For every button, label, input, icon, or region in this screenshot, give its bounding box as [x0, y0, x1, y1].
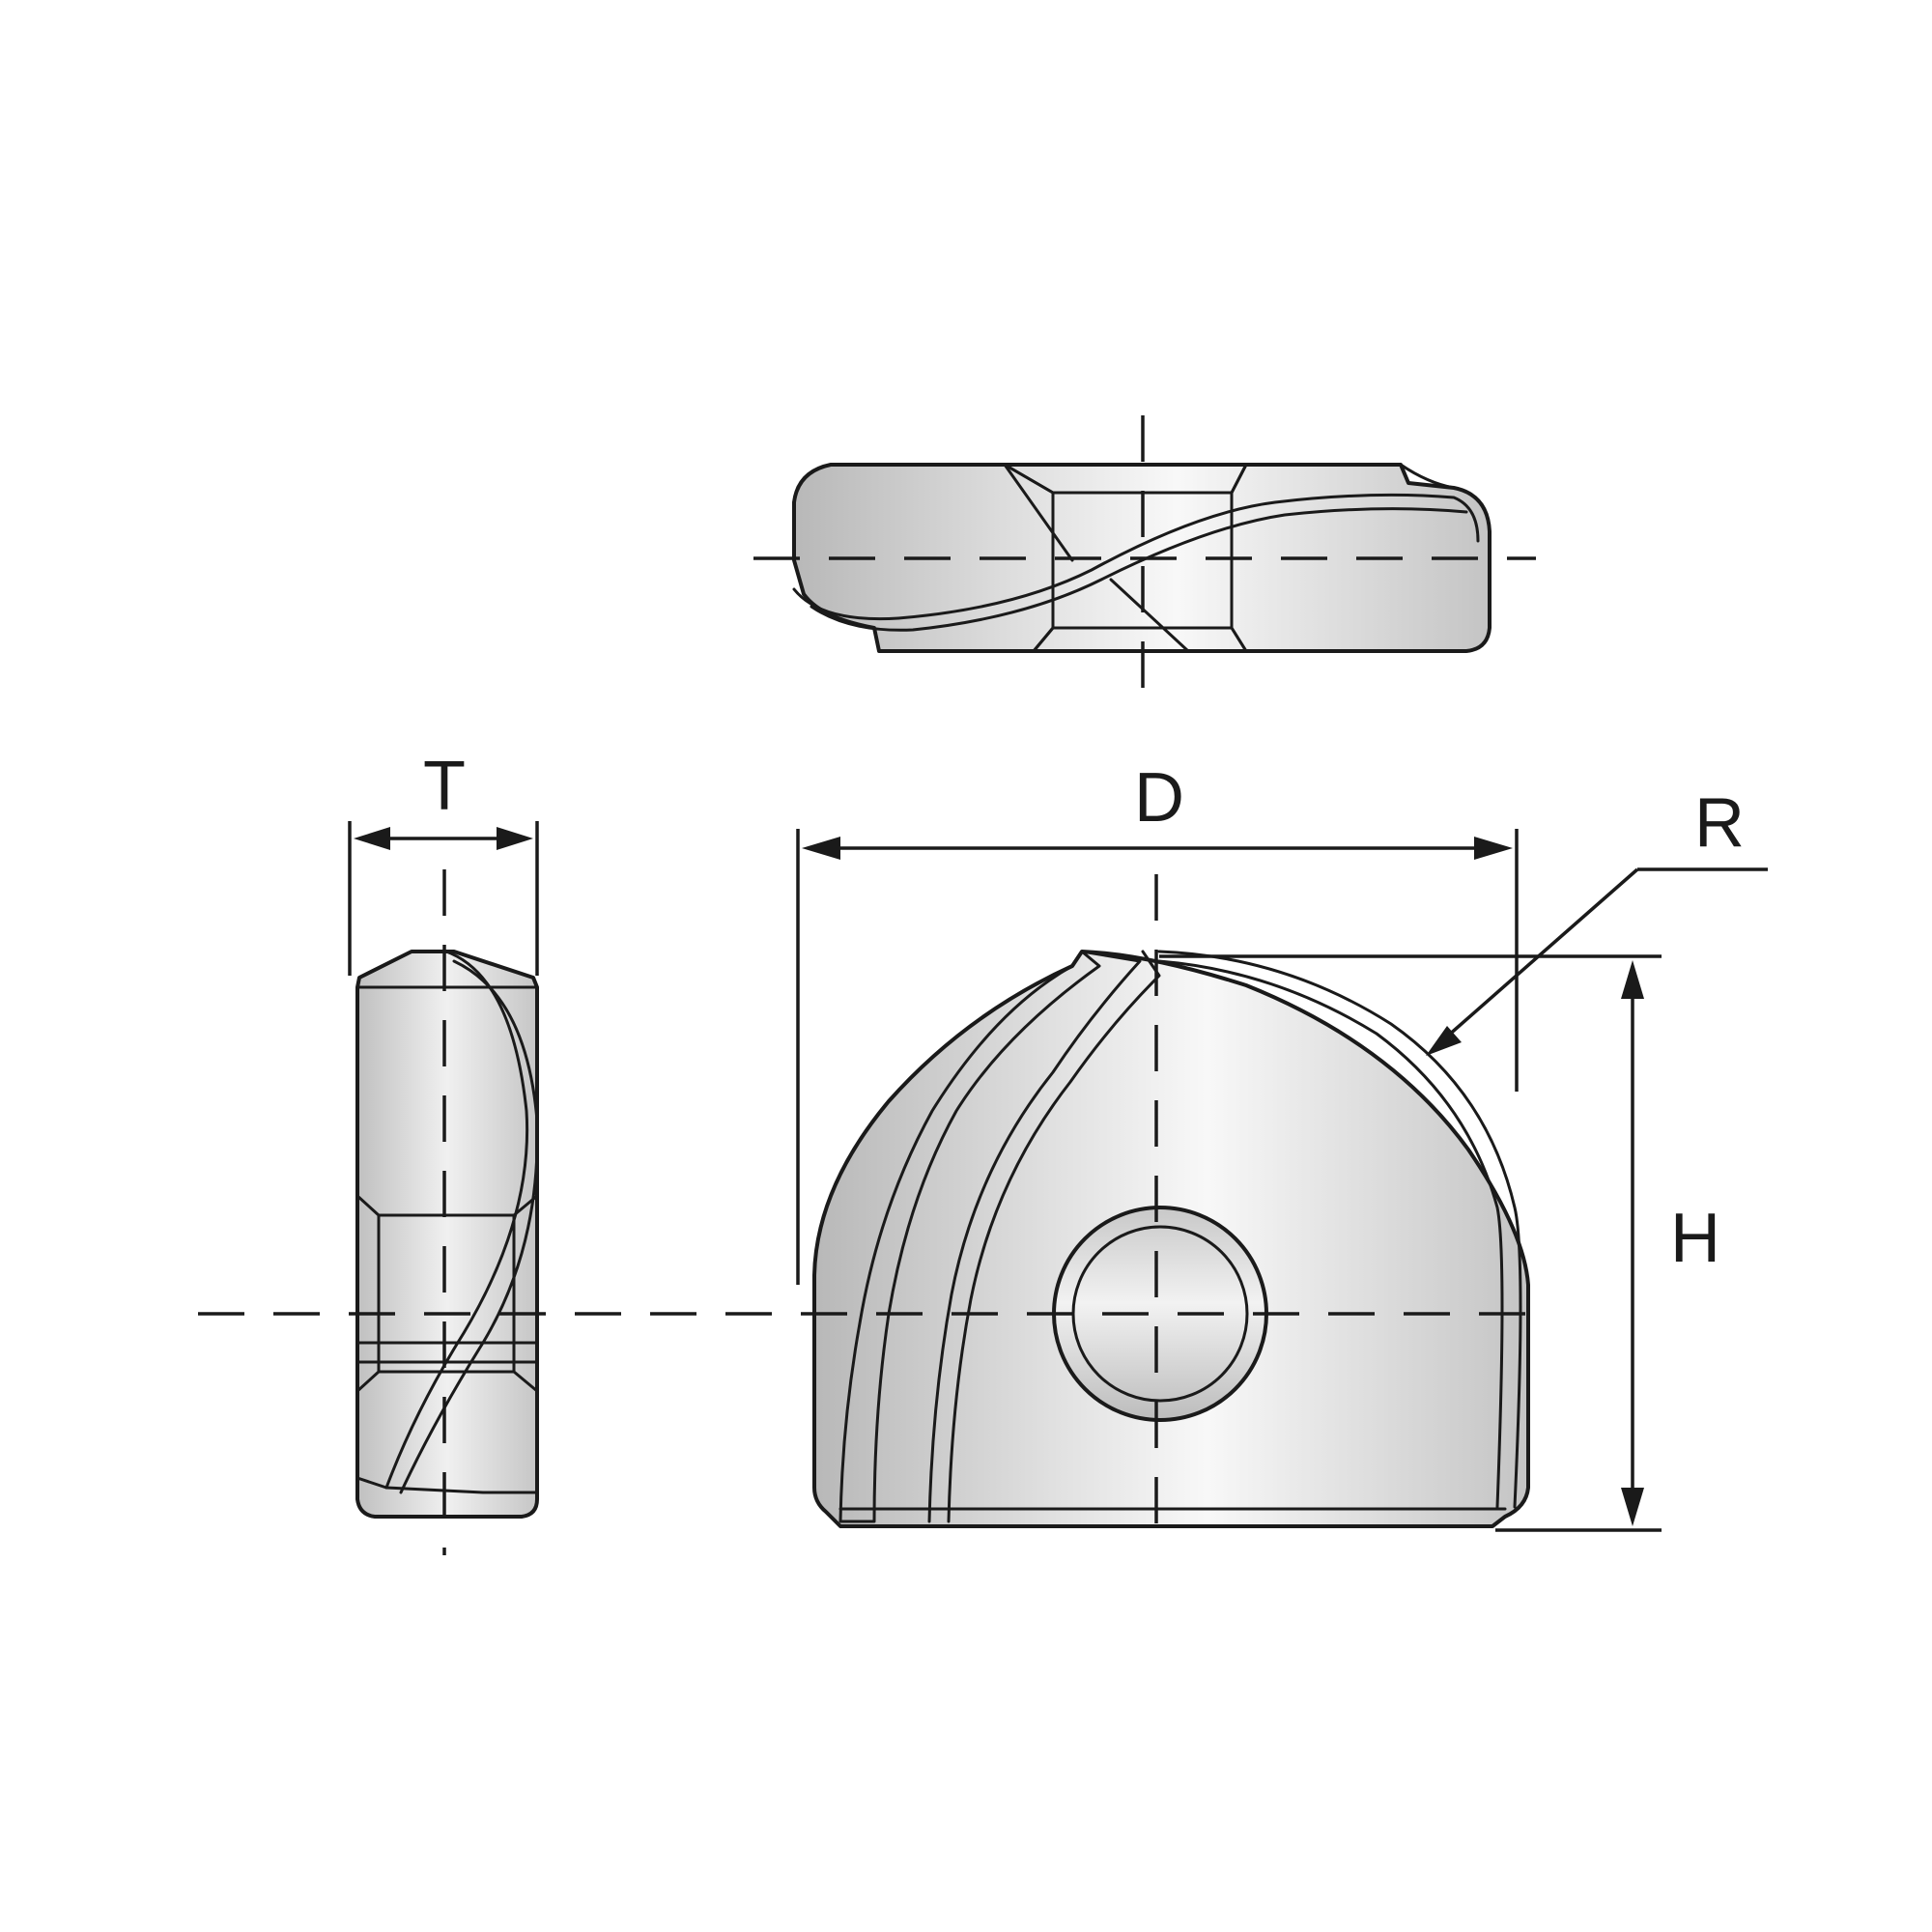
side-view-body: [355, 950, 539, 1519]
dimension-t-label: T: [423, 748, 466, 825]
front-view-bore: [1052, 1206, 1268, 1422]
side-view-helix-edge-inner: [399, 959, 539, 1494]
front-view: D R H: [796, 759, 1768, 1532]
dimension-d: D: [796, 759, 1519, 1285]
top-view-lower-lip: [1399, 463, 1456, 490]
dimension-r-label: R: [1694, 784, 1745, 862]
top-view-bore: [1003, 463, 1248, 653]
side-view-helix-edge: [384, 950, 529, 1490]
top-view: [753, 415, 1536, 691]
dimension-h-label: H: [1670, 1200, 1720, 1277]
top-view-helix-edge: [792, 493, 1480, 621]
dimension-d-label: D: [1134, 759, 1184, 837]
dimension-r: R: [1426, 784, 1768, 1056]
side-view: T: [348, 748, 539, 1555]
front-view-rake-face: [838, 950, 1101, 1523]
top-view-helix-edge-inner: [810, 507, 1468, 632]
dimension-h: H: [1159, 954, 1720, 1532]
side-view-bore: [355, 1194, 539, 1393]
dimension-t: T: [348, 748, 539, 976]
